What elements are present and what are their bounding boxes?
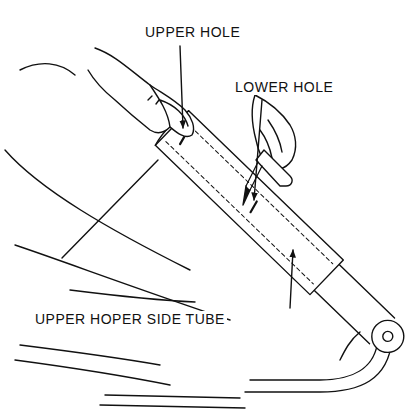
frame-tube [340, 332, 360, 360]
frame-line [105, 395, 240, 398]
left-hand [148, 96, 159, 104]
leader-line [254, 100, 262, 200]
part-label: UPPER HOPER SIDE TUBE [33, 311, 227, 327]
frame-tube [245, 340, 392, 392]
frame-line [70, 290, 195, 302]
part-label: UPPER HOLE [143, 24, 242, 40]
lower-hole [248, 201, 258, 212]
frame-line [20, 345, 160, 365]
frame-line [20, 64, 75, 75]
frame-line [15, 360, 170, 385]
frame-line [15, 245, 230, 320]
leader-line [180, 46, 183, 128]
part-label: LOWER HOLE [233, 79, 335, 95]
screwdriver-tip [243, 186, 250, 205]
sleeve [155, 111, 343, 295]
frame-line [100, 405, 245, 408]
inner-tube [166, 121, 333, 284]
leader-line [62, 160, 158, 258]
leader-line [290, 250, 293, 308]
frame-line [5, 150, 190, 270]
screwdriver-shaft [246, 162, 262, 190]
hinge [365, 314, 410, 359]
frame-tube [250, 338, 378, 380]
left-hand [88, 48, 194, 137]
hinge-pin [381, 329, 395, 343]
